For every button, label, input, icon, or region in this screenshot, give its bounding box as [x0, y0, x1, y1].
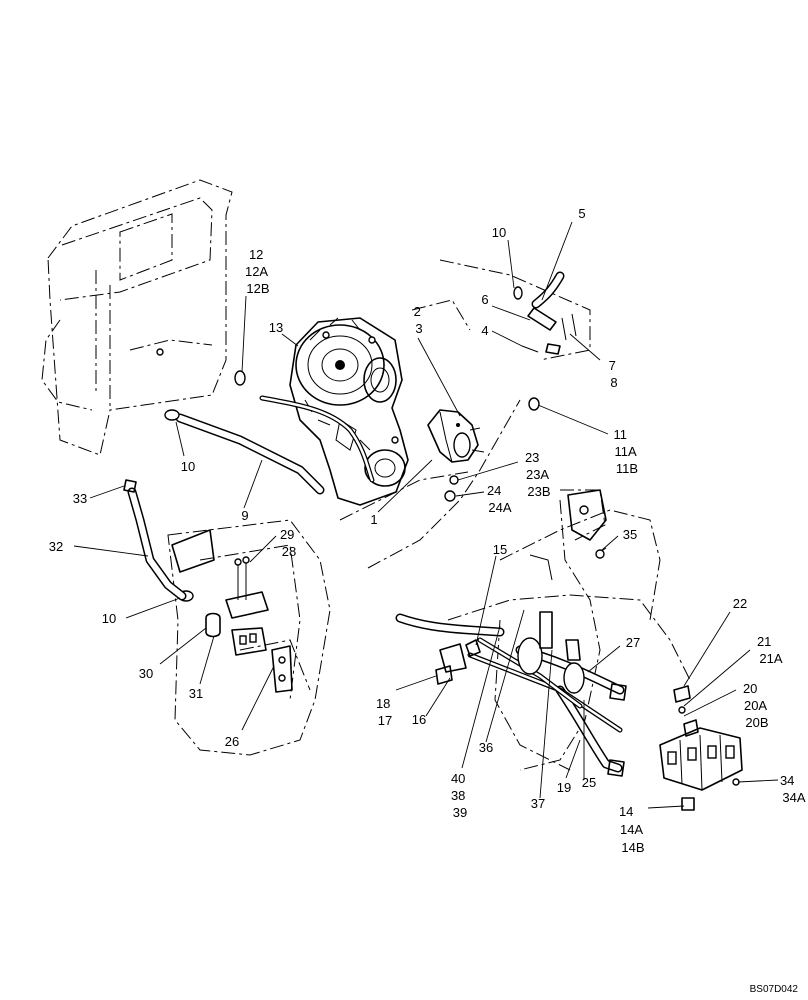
- control-valve-bank: [659, 685, 743, 811]
- elbow-tube-5: [521, 271, 577, 355]
- callout-27: 27: [626, 635, 640, 650]
- callout-10: 10: [492, 225, 506, 240]
- callout-12: 12 12A 12B: [245, 247, 271, 296]
- callout-labels: 5 10 12 12A 12B 6 2 3 13 4 7 8 11 11A 11…: [49, 206, 806, 855]
- callout-15: 15: [493, 542, 507, 557]
- callout-9: 9: [241, 508, 248, 523]
- callout-2-3: 2 3: [414, 304, 425, 336]
- callout-10: 10: [181, 459, 195, 474]
- callout-13: 13: [269, 320, 283, 335]
- callout-11: 11 11A 11B: [613, 427, 639, 476]
- fitting-23-24: [156, 348, 459, 502]
- suction-hose-12: [259, 395, 375, 483]
- callout-26: 26: [225, 734, 239, 749]
- callout-6: 6: [481, 292, 488, 307]
- clamp-fittings: [164, 286, 540, 602]
- hydraulic-pump: [427, 409, 485, 463]
- callout-1: 1: [370, 512, 377, 527]
- callout-22: 22: [733, 596, 747, 611]
- hose-item-9: [175, 413, 325, 495]
- reservoir-filter-assembly: [171, 529, 293, 693]
- callout-32: 32: [49, 539, 63, 554]
- callout-24: 24 24A: [487, 483, 512, 515]
- callout-31: 31: [189, 686, 203, 701]
- figure-reference: BS07D042: [750, 984, 799, 995]
- callout-30: 30: [139, 666, 153, 681]
- callout-20: 20 20A 20B: [743, 681, 770, 730]
- callout-35: 35: [623, 527, 637, 542]
- lower-hoses: [395, 611, 627, 777]
- callout-21: 21 21A: [757, 634, 783, 666]
- callout-29-28: 29 28: [280, 527, 298, 559]
- callout-34: 34 34A: [780, 773, 806, 805]
- callout-18-17: 18 17: [376, 696, 394, 728]
- callout-5: 5: [578, 206, 585, 221]
- callout-14: 14 14A 14B: [619, 804, 646, 855]
- callout-23: 23 23A 23B: [525, 450, 552, 499]
- callout-16: 16: [412, 712, 426, 727]
- callout-19: 19: [557, 780, 571, 795]
- right-frame-bracket: [529, 489, 607, 581]
- tank-return-tube-32: [123, 479, 187, 601]
- transmission-housing: [289, 317, 409, 506]
- callout-4: 4: [481, 323, 488, 338]
- callout-37: 37: [531, 796, 545, 811]
- callout-7-8: 7 8: [609, 358, 620, 390]
- callout-10: 10: [102, 611, 116, 626]
- callout-25: 25: [582, 775, 596, 790]
- leader-lines: [73, 221, 779, 809]
- callout-36: 36: [479, 740, 493, 755]
- callout-33: 33: [73, 491, 87, 506]
- callout-40-38-39: 40 38 39: [451, 771, 469, 820]
- chassis-frame-outline: [41, 179, 691, 771]
